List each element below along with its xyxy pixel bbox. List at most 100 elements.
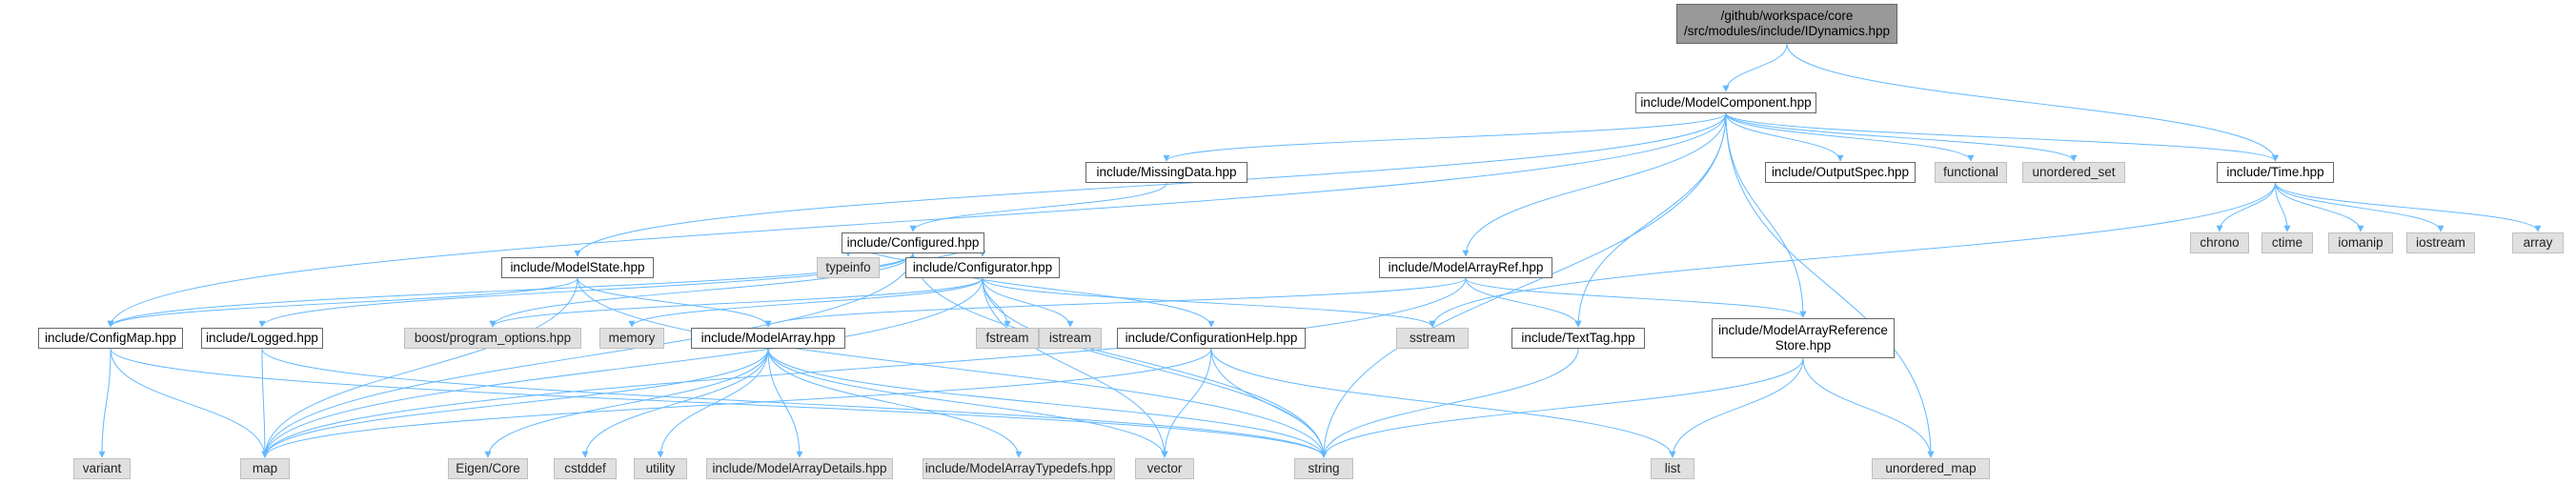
edge-configuration-help-hpp-to-list	[1210, 348, 1676, 458]
edge-model-state-hpp-to-map	[261, 277, 578, 458]
node-model-array-typedefs-hpp: include/ModelArrayTypedefs.hpp	[923, 458, 1115, 479]
node-cstddef: cstddef	[554, 458, 617, 479]
node-functional: functional	[1935, 162, 2007, 183]
node-output-spec-hpp[interactable]: include/OutputSpec.hpp	[1765, 162, 1916, 183]
edge-config-map-hpp-to-variant	[98, 348, 112, 458]
node-model-component-hpp[interactable]: include/ModelComponent.hpp	[1635, 92, 1816, 113]
edge-time-hpp-to-array	[2275, 182, 2542, 232]
node-unordered-set: unordered_set	[2022, 162, 2125, 183]
edge-configured-hpp-to-string	[912, 252, 1328, 458]
node-list: list	[1651, 458, 1694, 479]
node-array: array	[2512, 232, 2564, 253]
edge-idynamics-hpp-to-time-hpp	[1786, 43, 2279, 162]
edge-model-array-reference-store-hpp-to-unordered-map	[1802, 357, 1935, 458]
edge-model-array-hpp-to-model-array-details-hpp	[767, 348, 803, 458]
edge-model-component-hpp-to-output-spec-hpp	[1725, 112, 1844, 162]
edge-config-map-hpp-to-string	[110, 348, 1328, 458]
edge-model-component-hpp-to-string	[1320, 112, 1727, 458]
edge-configurator-hpp-to-memory	[628, 277, 984, 328]
edge-configurator-hpp-to-vector	[982, 277, 1168, 458]
node-configuration-help-hpp[interactable]: include/ConfigurationHelp.hpp	[1117, 328, 1306, 349]
edge-text-tag-hpp-to-string	[1320, 348, 1579, 458]
edge-model-component-hpp-to-unordered-set	[1725, 112, 2078, 162]
node-vector: vector	[1135, 458, 1194, 479]
edge-logged-hpp-to-map	[261, 348, 269, 458]
edge-configurator-hpp-to-map	[261, 277, 984, 458]
edge-model-component-hpp-to-model-state-hpp	[574, 112, 1727, 257]
edge-model-array-reference-store-hpp-to-list	[1669, 357, 1804, 458]
edge-configuration-help-hpp-to-vector	[1161, 348, 1212, 458]
edge-configurator-hpp-to-istream	[982, 277, 1074, 328]
node-idynamics-hpp[interactable]: /github/workspace/core /src/modules/incl…	[1676, 4, 1897, 44]
edge-model-component-hpp-to-missing-data-hpp	[1163, 112, 1727, 162]
edge-model-array-reference-store-hpp-to-string	[1320, 357, 1804, 458]
node-missing-data-hpp[interactable]: include/MissingData.hpp	[1085, 162, 1247, 183]
node-time-hpp[interactable]: include/Time.hpp	[2217, 162, 2334, 183]
node-unordered-map: unordered_map	[1872, 458, 1990, 479]
edge-model-array-ref-hpp-to-model-array-hpp	[764, 277, 1467, 328]
node-boost-program-options: boost/program_options.hpp	[404, 328, 581, 349]
edge-model-component-hpp-to-model-array-reference-store-hpp	[1725, 112, 1807, 318]
edge-configurator-hpp-to-fstream	[982, 277, 1011, 328]
edge-model-array-hpp-to-map	[261, 348, 769, 458]
edge-configuration-help-hpp-to-map	[261, 348, 1212, 458]
edge-model-array-hpp-to-string	[767, 348, 1328, 458]
edge-model-component-hpp-to-functional	[1725, 112, 1975, 162]
edge-model-state-hpp-to-config-map-hpp	[107, 277, 578, 328]
node-sstream: sstream	[1396, 328, 1469, 349]
edge-time-hpp-to-iostream	[2275, 182, 2444, 232]
node-utility: utility	[634, 458, 687, 479]
node-model-array-ref-hpp[interactable]: include/ModelArrayRef.hpp	[1379, 257, 1552, 278]
node-istream: istream	[1039, 328, 1102, 349]
edge-configurator-hpp-to-sstream	[982, 277, 1436, 328]
edge-model-array-hpp-to-utility	[657, 348, 769, 458]
node-chrono: chrono	[2190, 232, 2249, 253]
node-fstream: fstream	[976, 328, 1039, 349]
edge-model-array-ref-hpp-to-map	[261, 277, 1467, 458]
node-logged-hpp[interactable]: include/Logged.hpp	[201, 328, 323, 349]
edge-config-map-hpp-to-map	[110, 348, 269, 458]
node-eigen-core: Eigen/Core	[448, 458, 528, 479]
edge-configurator-hpp-to-boost-program-options	[489, 277, 984, 328]
edge-configuration-help-hpp-to-string	[1210, 348, 1328, 458]
node-string: string	[1294, 458, 1353, 479]
edge-model-array-hpp-to-cstddef	[581, 348, 769, 458]
root-line-2: /src/modules/include/IDynamics.hpp	[1683, 24, 1891, 38]
node-variant: variant	[73, 458, 131, 479]
node-typeinfo: typeinfo	[817, 257, 880, 278]
edge-missing-data-hpp-to-configured-hpp	[909, 182, 1167, 232]
node-model-array-details-hpp: include/ModelArrayDetails.hpp	[706, 458, 893, 479]
node-text-tag-hpp[interactable]: include/TextTag.hpp	[1511, 328, 1645, 349]
edge-model-array-hpp-to-eigen-core	[484, 348, 769, 458]
node-model-array-reference-store-hpp[interactable]: include/ModelArrayReference Store.hpp	[1712, 318, 1895, 358]
edge-configured-hpp-to-map	[261, 252, 914, 458]
root-line-1: /github/workspace/core	[1720, 9, 1854, 23]
edge-model-component-hpp-to-time-hpp	[1725, 112, 2279, 162]
edge-time-hpp-to-iomanip	[2275, 182, 2364, 232]
edge-model-component-hpp-to-model-array-ref-hpp	[1462, 112, 1727, 257]
mars-line-2: Store.hpp	[1775, 338, 1832, 353]
edge-logged-hpp-to-string	[261, 348, 1328, 458]
node-iostream: iostream	[2406, 232, 2475, 253]
node-iomanip: iomanip	[2328, 232, 2393, 253]
edge-idynamics-hpp-to-model-component-hpp	[1722, 43, 1788, 92]
mars-line-1: include/ModelArrayReference	[1718, 323, 1888, 337]
edge-time-hpp-to-sstream	[1429, 182, 2276, 328]
node-model-array-hpp[interactable]: include/ModelArray.hpp	[691, 328, 845, 349]
edge-model-state-hpp-to-model-array-hpp	[577, 277, 772, 328]
edge-configured-hpp-to-boost-program-options	[489, 252, 914, 328]
node-configurator-hpp[interactable]: include/Configurator.hpp	[905, 257, 1060, 278]
node-configured-hpp[interactable]: include/Configured.hpp	[842, 232, 984, 253]
node-memory: memory	[599, 328, 664, 349]
edge-model-component-hpp-to-config-map-hpp	[107, 112, 1727, 328]
edge-time-hpp-to-ctime	[2275, 182, 2291, 232]
node-model-state-hpp[interactable]: include/ModelState.hpp	[501, 257, 654, 278]
edge-model-array-hpp-to-model-array-typedefs-hpp	[767, 348, 1023, 458]
edge-time-hpp-to-chrono	[2216, 182, 2276, 232]
edge-model-array-hpp-to-vector	[767, 348, 1168, 458]
node-map: map	[240, 458, 290, 479]
node-config-map-hpp[interactable]: include/ConfigMap.hpp	[38, 328, 183, 349]
edge-model-array-ref-hpp-to-text-tag-hpp	[1465, 277, 1582, 328]
edge-model-state-hpp-to-string	[577, 277, 1328, 458]
